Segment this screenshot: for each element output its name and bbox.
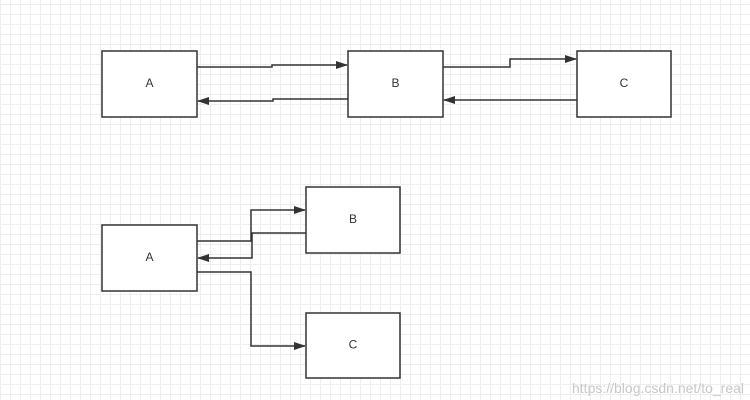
- top-diagram: A B C: [101, 50, 672, 118]
- bottom-node-c-box[interactable]: [305, 312, 401, 379]
- top-node-a-label: A: [145, 76, 153, 90]
- bottom-node-a[interactable]: A: [101, 224, 198, 292]
- top-node-b-box[interactable]: [347, 50, 444, 118]
- top-node-a[interactable]: A: [101, 50, 198, 118]
- top-node-c-label: C: [620, 76, 629, 90]
- bottom-node-a-label: A: [145, 250, 153, 264]
- bottom-node-b[interactable]: B: [305, 186, 401, 254]
- top-node-a-box[interactable]: [101, 50, 198, 118]
- bottom-node-b-label: B: [349, 212, 357, 226]
- edge-top-a-to-b[interactable]: [197, 61, 348, 69]
- top-node-c-box[interactable]: [576, 50, 672, 118]
- edge-top-b-to-a[interactable]: [197, 97, 348, 105]
- edge-bottom-a-to-b[interactable]: [197, 206, 306, 242]
- bottom-node-b-box[interactable]: [305, 186, 401, 254]
- watermark-text: https://blog.csdn.net/to_real: [572, 380, 744, 396]
- top-node-b[interactable]: B: [347, 50, 444, 118]
- edge-top-b-to-c[interactable]: [443, 55, 577, 68]
- top-node-c[interactable]: C: [576, 50, 672, 118]
- bottom-node-a-box[interactable]: [101, 224, 198, 292]
- edge-bottom-b-to-a[interactable]: [197, 232, 306, 262]
- bottom-node-c[interactable]: C: [305, 312, 401, 379]
- top-node-b-label: B: [391, 76, 399, 90]
- edge-bottom-a-to-c[interactable]: [197, 271, 306, 350]
- bottom-node-c-label: C: [349, 338, 358, 352]
- bottom-diagram: A B C: [101, 186, 401, 379]
